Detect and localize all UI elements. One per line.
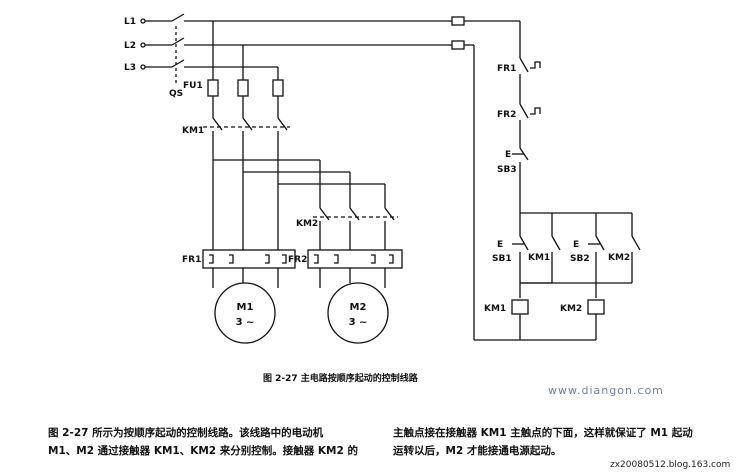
diagram-labels: L1 L2 L3 FU1 QS KM1 KM2 FR1 FR2 FR1 FR2 …: [124, 17, 630, 384]
km2-coil: [587, 299, 605, 315]
fr1-thermal-element: [202, 249, 296, 269]
motor-m1: [214, 282, 276, 344]
control-circuit-wiring: [474, 21, 641, 341]
km2-aux-contact: [631, 235, 641, 251]
label-fr1-main: FR1: [182, 255, 201, 265]
label-e-sb3: E: [505, 150, 511, 160]
km1-aux-contact: [551, 235, 561, 251]
label-km1-main: KM1: [182, 126, 204, 136]
qs-blade-1: [171, 13, 185, 22]
l3-terminal: [140, 64, 146, 70]
label-fr2-main: FR2: [288, 255, 307, 265]
fr2-heater-marks: [314, 254, 394, 264]
label-km2-main: KM2: [296, 219, 318, 229]
label-sb3: SB3: [497, 165, 517, 175]
label-fr2-ctrl: FR2: [497, 110, 516, 120]
sb2-start-contact: [595, 235, 605, 251]
blog-watermark: zx20080512.blog.163.com: [608, 460, 733, 470]
km1-main-contact-1: [212, 117, 223, 131]
figure-caption: 图 2-27 主电路按顺序起动的控制线路: [263, 372, 419, 384]
label-fr1-ctrl: FR1: [497, 64, 516, 74]
motor-m2: [327, 282, 389, 344]
km1-main-contact-2: [242, 117, 253, 131]
fr1-nc-contact: [519, 57, 529, 73]
label-km2-coil: KM2: [560, 304, 582, 314]
label-e-sb1: E: [497, 240, 503, 250]
fr1-trip-symbol: [530, 61, 541, 69]
paragraph-left-line-1: 图 2-27 所示为按顺序起动的控制线路。该线路中的电动机: [48, 427, 324, 439]
body-paragraph-right: 主触点接在接触器 KM1 主触点的下面，这样就保证了 M1 起动 运转以后，M2…: [393, 424, 693, 460]
l2-terminal: [140, 42, 146, 48]
label-m2: M2: [350, 302, 367, 313]
paragraph-right-line-2: 运转以后，M2 才能接通电源起动。: [393, 445, 562, 457]
qs-blade-2: [171, 37, 185, 46]
label-fu1: FU1: [183, 81, 203, 91]
label-m1: M1: [237, 302, 254, 313]
l1-terminal: [140, 18, 146, 24]
label-m1-phase: 3 ~: [236, 317, 255, 328]
label-km1-coil: KM1: [484, 304, 506, 314]
fr2-thermal-element: [307, 249, 403, 269]
paragraph-left-line-2: M1、M2 通过接触器 KM1、KM2 来分别控制。接触器 KM2 的: [48, 445, 358, 457]
main-circuit-wiring: [140, 13, 520, 344]
control-fuse-1: [451, 16, 465, 26]
sb1-start-contact: [519, 235, 529, 251]
label-sb2: SB2: [570, 254, 590, 264]
fr1-heater-marks: [209, 254, 287, 264]
label-e-sb2: E: [573, 240, 579, 250]
fu1-fuse-1: [207, 79, 219, 97]
km1-main-contact-3: [277, 117, 288, 131]
label-sb1: SB1: [492, 254, 512, 264]
label-l1: L1: [124, 17, 136, 27]
km2-main-contact-3: [384, 207, 395, 221]
fu1-fuse-2: [237, 79, 249, 97]
qs-blade-3: [171, 59, 185, 68]
km1-coil: [511, 299, 529, 315]
paragraph-right-line-1: 主触点接在接触器 KM1 主触点的下面，这样就保证了 M1 起动: [393, 427, 693, 439]
label-qs: QS: [169, 89, 183, 99]
km2-main-contact-2: [349, 207, 360, 221]
label-km1-aux: KM1: [528, 253, 550, 263]
fr2-nc-contact: [519, 103, 529, 119]
control-fuse-2: [451, 40, 465, 50]
km2-main-contact-1: [319, 207, 330, 221]
label-l2: L2: [124, 41, 136, 51]
label-l3: L3: [124, 63, 136, 73]
body-paragraph-left: 图 2-27 所示为按顺序起动的控制线路。该线路中的电动机 M1、M2 通过接触…: [48, 424, 358, 460]
label-m2-phase: 3 ~: [349, 317, 368, 328]
label-km2-aux: KM2: [608, 253, 630, 263]
fr2-trip-symbol: [530, 107, 541, 115]
site-watermark: www.diangon.com: [548, 384, 664, 397]
fu1-fuse-3: [272, 79, 284, 97]
